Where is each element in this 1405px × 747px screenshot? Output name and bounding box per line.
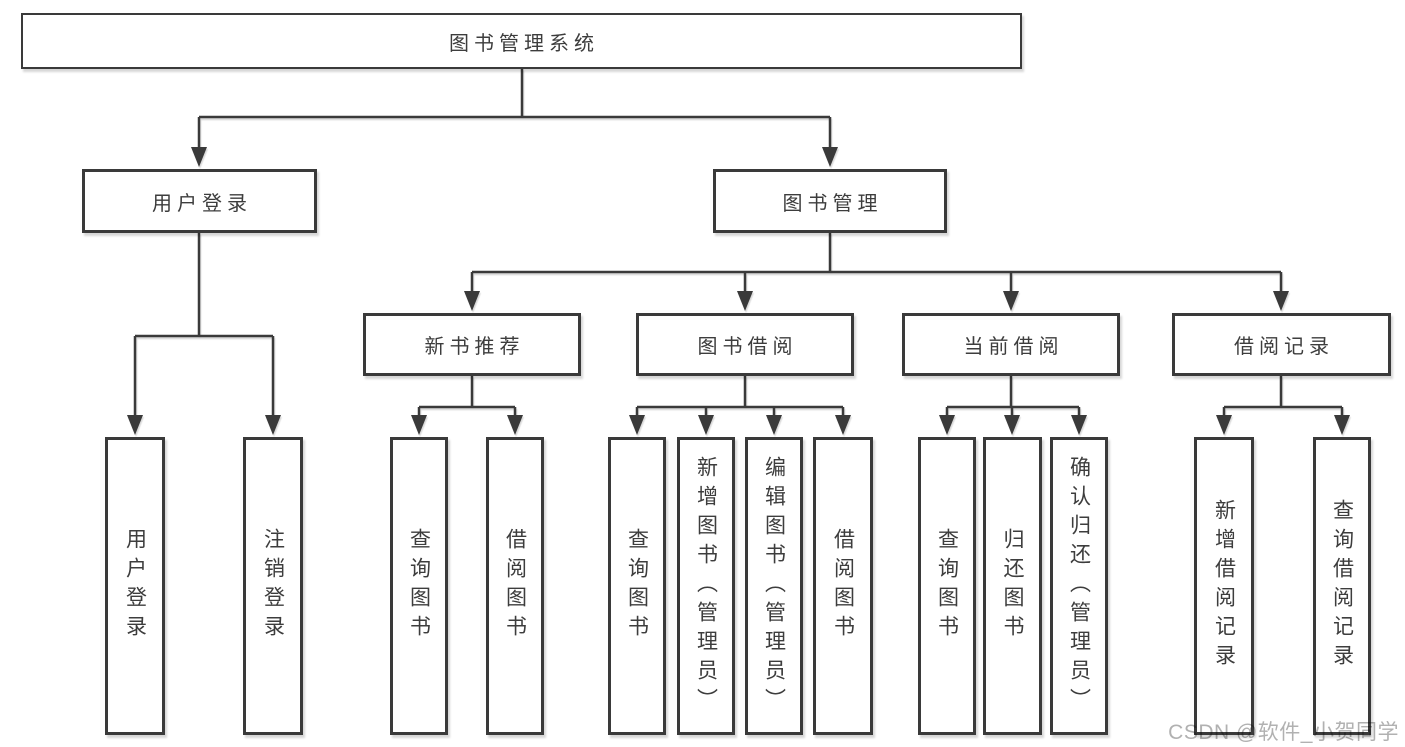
leaf-edit-book-admin: 编辑图书（管理员） — [745, 437, 803, 735]
node-book-borrow: 图书借阅 — [636, 313, 854, 376]
node-root: 图书管理系统 — [21, 13, 1022, 69]
node-new-book-recommend: 新书推荐 — [363, 313, 581, 376]
leaf-query-books-recommend-label: 查询图书 — [407, 528, 431, 644]
leaf-query-books-recommend: 查询图书 — [390, 437, 448, 735]
leaf-add-borrow-record-label: 新增借阅记录 — [1212, 499, 1236, 673]
node-book-management: 图书管理 — [713, 169, 947, 233]
node-new-book-recommend-label: 新书推荐 — [424, 336, 525, 358]
leaf-add-book-admin: 新增图书（管理员） — [677, 437, 735, 735]
node-borrow-records-label: 借阅记录 — [1234, 336, 1334, 358]
leaf-confirm-return-admin-label: 确认归还（管理员） — [1067, 455, 1091, 717]
leaf-confirm-return-admin: 确认归还（管理员） — [1050, 437, 1108, 735]
watermark: CSDN @软件_小贺同学 — [1168, 721, 1399, 744]
node-user-login-label: 用户登录 — [152, 192, 252, 215]
leaf-borrow-books-recommend: 借阅图书 — [486, 437, 544, 735]
leaf-add-borrow-record: 新增借阅记录 — [1194, 437, 1254, 735]
leaf-query-books-borrow-label: 查询图书 — [625, 528, 649, 644]
leaf-query-books-current-label: 查询图书 — [935, 528, 959, 644]
leaf-return-books-label: 归还图书 — [1001, 528, 1024, 644]
leaf-logout: 注销登录 — [243, 437, 303, 735]
node-current-borrow-label: 当前借阅 — [963, 336, 1064, 358]
node-root-label: 图书管理系统 — [449, 32, 599, 55]
leaf-user-login: 用户登录 — [105, 437, 165, 735]
leaf-borrow-books-recommend-label: 借阅图书 — [503, 528, 527, 644]
leaf-logout-label: 注销登录 — [261, 528, 285, 644]
leaf-user-login-label: 用户登录 — [123, 528, 147, 644]
leaf-return-books: 归还图书 — [983, 437, 1042, 735]
leaf-query-books-borrow: 查询图书 — [608, 437, 666, 735]
leaf-borrow-books: 借阅图书 — [813, 437, 873, 735]
node-current-borrow: 当前借阅 — [902, 313, 1120, 376]
leaf-query-borrow-record-label: 查询借阅记录 — [1330, 499, 1354, 673]
leaf-query-borrow-record: 查询借阅记录 — [1313, 437, 1371, 735]
leaf-add-book-admin-label: 新增图书（管理员） — [694, 455, 718, 717]
node-book-management-label: 图书管理 — [782, 192, 883, 215]
node-user-login: 用户登录 — [82, 169, 317, 233]
leaf-query-books-current: 查询图书 — [918, 437, 976, 735]
node-borrow-records: 借阅记录 — [1172, 313, 1391, 376]
leaf-edit-book-admin-label: 编辑图书（管理员） — [762, 455, 786, 717]
leaf-borrow-books-label: 借阅图书 — [831, 528, 855, 644]
node-book-borrow-label: 图书借阅 — [697, 336, 798, 358]
